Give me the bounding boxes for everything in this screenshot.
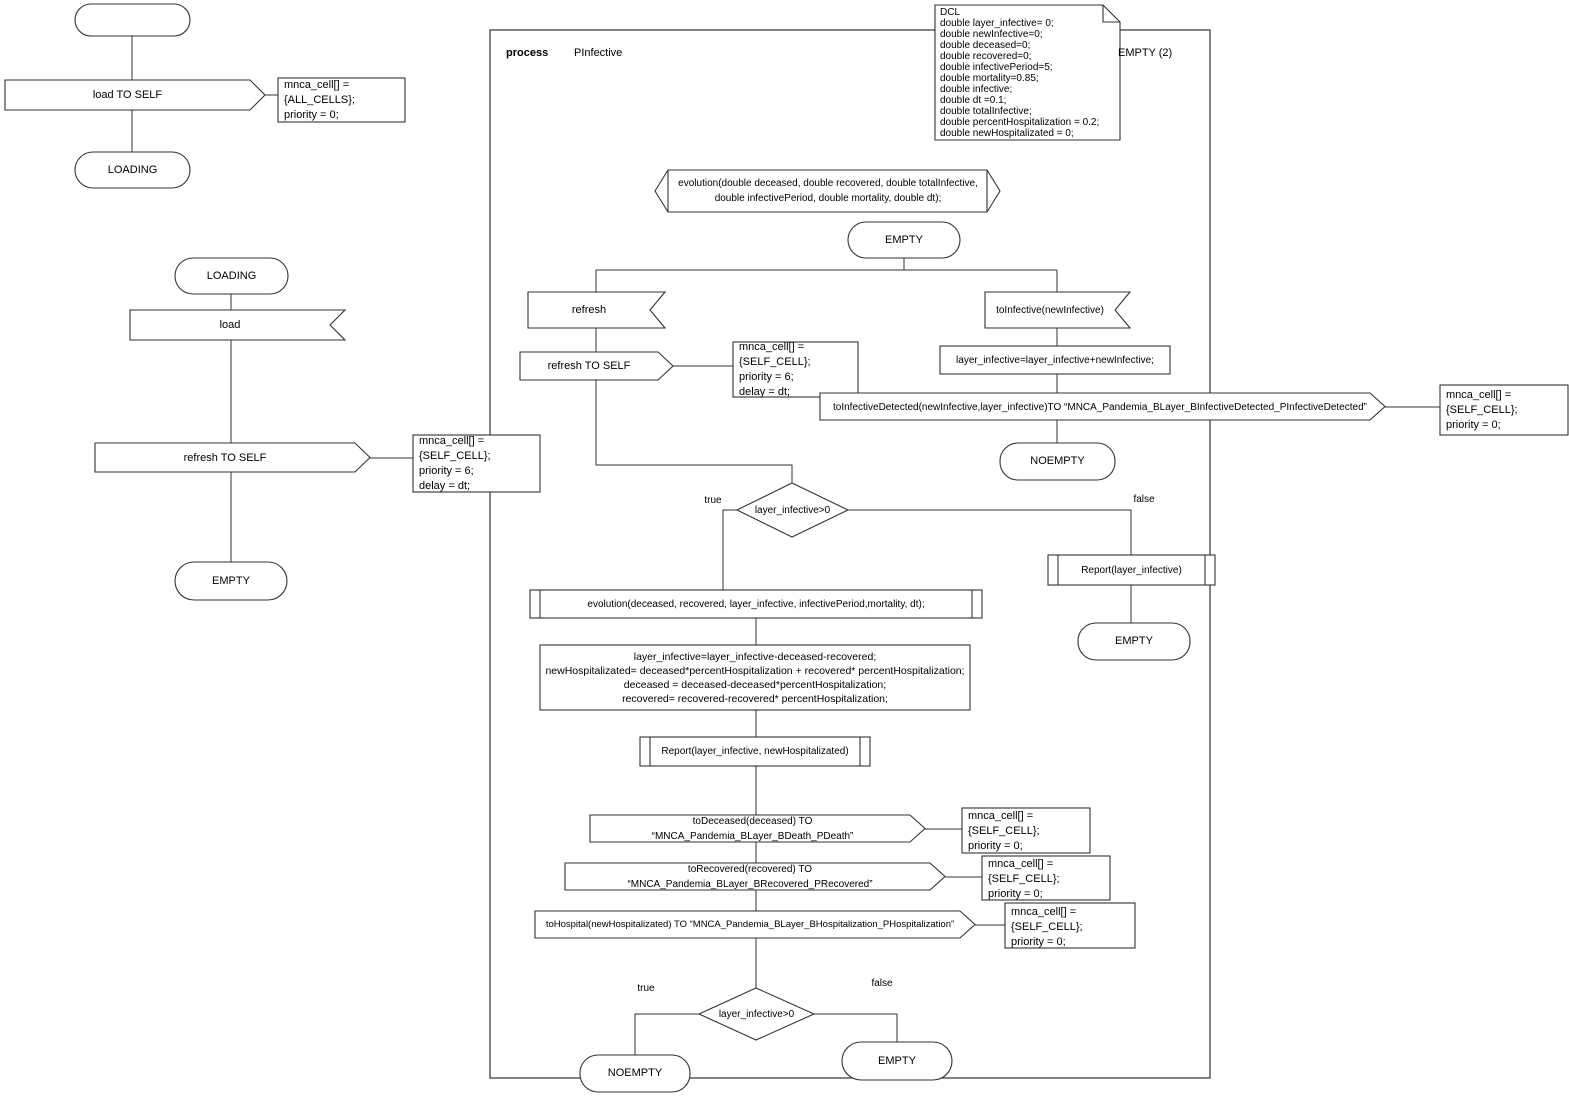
shape-send-toinfectivedetected: [819, 392, 1386, 421]
shape-state-loading-2: [174, 257, 289, 295]
shape-state-empty-4: [841, 1041, 953, 1081]
shape-send-load-to-self: [4, 79, 266, 111]
shape-send-refresh-to-self-2: [519, 351, 674, 381]
shape-state-loading-1: [74, 151, 191, 189]
shape-start-state: [74, 3, 191, 37]
shape-assign-infective: [939, 345, 1171, 375]
shape-receive-refresh: [527, 291, 667, 329]
connectors: [131, 36, 1440, 1055]
shape-state-empty-1: [174, 561, 288, 601]
shape-process-frame: [489, 29, 1211, 1079]
shape-decision-2: [697, 987, 816, 1041]
shape-note-recovered: [981, 855, 1111, 901]
shape-receive-load: [129, 309, 347, 341]
shape-note-load: [277, 77, 406, 123]
shape-send-refresh-to-self-1: [94, 442, 371, 473]
shape-receive-toinfective: [984, 291, 1132, 329]
shape-note-refresh-2: [732, 341, 859, 398]
shape-note-deceased: [961, 807, 1091, 854]
dcl-fold-icon: [1102, 5, 1120, 23]
shape-send-todeceased: [589, 814, 926, 843]
shape-assign-hospital: [539, 644, 971, 711]
shape-send-torecovered: [564, 862, 946, 891]
shape-call-report-1: [1047, 554, 1216, 586]
shape-send-tohospital: [534, 910, 976, 939]
shape-evolution-declaration: [654, 169, 1001, 213]
shape-note-refresh-1: [412, 434, 541, 493]
shape-state-noempty-1: [999, 442, 1116, 481]
shape-state-noempty-2: [579, 1054, 691, 1093]
shape-dcl-box: [934, 4, 1121, 141]
shape-note-hospital: [1004, 902, 1136, 949]
shape-state-empty-2: [847, 221, 961, 259]
shape-state-empty-3: [1077, 622, 1191, 661]
shape-note-detected: [1439, 384, 1569, 436]
shape-call-evolution: [529, 589, 983, 619]
shape-decision-1: [735, 482, 850, 538]
shape-call-report-2: [639, 736, 871, 767]
